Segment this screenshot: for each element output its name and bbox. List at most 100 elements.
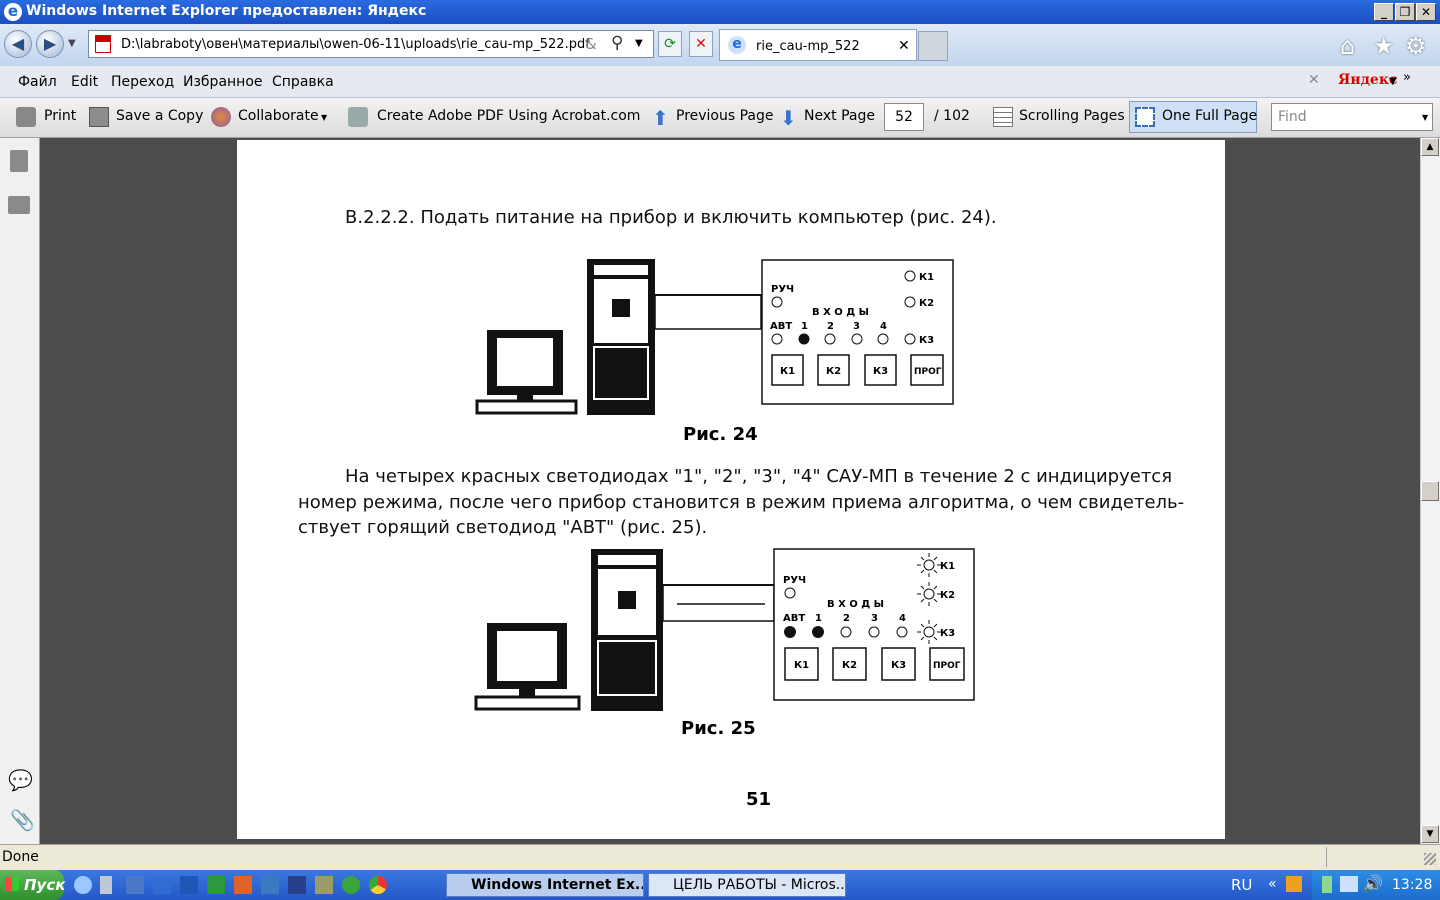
home-icon[interactable]: ⌂ bbox=[1340, 32, 1356, 60]
word-icon[interactable] bbox=[180, 876, 198, 894]
quicklaunch-app-icon[interactable] bbox=[288, 876, 306, 894]
new-tab-button[interactable] bbox=[918, 31, 948, 61]
close-toolbar-icon[interactable]: ✕ bbox=[1308, 72, 1320, 88]
ruch-led bbox=[771, 296, 783, 308]
svg-text:4: 4 bbox=[899, 613, 906, 624]
find-dropdown-icon[interactable]: ▼ bbox=[1422, 113, 1429, 122]
pages-icon[interactable] bbox=[10, 150, 28, 172]
menu-help[interactable]: Справка bbox=[272, 74, 334, 90]
resize-grip-icon[interactable] bbox=[1424, 853, 1436, 865]
input-num-1: 1 bbox=[801, 321, 808, 332]
find-placeholder: Find bbox=[1278, 109, 1307, 125]
menu-go[interactable]: Переход bbox=[111, 74, 175, 90]
bookmarks-icon[interactable] bbox=[8, 196, 30, 214]
address-dropdown-icon[interactable]: ▼ bbox=[635, 38, 643, 49]
scroll-thumb[interactable] bbox=[1421, 481, 1439, 501]
attachments-paperclip-icon[interactable]: 📎 bbox=[10, 808, 35, 832]
svg-text:АВТ: АВТ bbox=[783, 613, 805, 624]
arrow-up-icon[interactable]: ⬆ bbox=[652, 106, 669, 130]
tab-pdf[interactable]: e rie_cau-mp_522 ✕ bbox=[719, 29, 917, 61]
avt-led-lit bbox=[784, 626, 796, 638]
tab-label: rie_cau-mp_522 bbox=[756, 39, 860, 54]
search-icon[interactable]: ⚲ bbox=[611, 33, 624, 53]
input-led-2 bbox=[840, 626, 852, 638]
k3-led-blinking bbox=[917, 620, 941, 644]
taskbar-button-word[interactable]: ЦЕЛЬ РАБОТЫ - Micros... bbox=[648, 873, 846, 897]
outlook-icon[interactable] bbox=[153, 876, 171, 894]
menu-favorites[interactable]: Избранное bbox=[183, 74, 263, 90]
svg-text:ПРОГ: ПРОГ bbox=[933, 661, 961, 671]
close-window-button[interactable]: ✕ bbox=[1416, 3, 1436, 21]
one-full-page-label[interactable]: One Full Page bbox=[1162, 108, 1258, 124]
find-input[interactable]: Find ▼ bbox=[1271, 103, 1433, 131]
svg-text:К1: К1 bbox=[780, 366, 795, 377]
avt-label: АВТ bbox=[770, 321, 792, 332]
tray-network-icon[interactable] bbox=[1340, 876, 1358, 892]
one-full-page-icon[interactable] bbox=[1135, 107, 1155, 127]
publisher-icon[interactable] bbox=[261, 876, 279, 894]
arrow-down-icon[interactable]: ⬇ bbox=[780, 106, 797, 130]
pdf-page bbox=[237, 140, 1225, 839]
collaborate-icon[interactable] bbox=[211, 107, 231, 127]
page-number-input[interactable]: 52 bbox=[884, 103, 924, 131]
collaborate-button[interactable]: Collaborate bbox=[238, 108, 319, 124]
print-icon[interactable] bbox=[16, 107, 36, 127]
favorites-star-icon[interactable]: ★ bbox=[1373, 32, 1395, 60]
next-page-button[interactable]: Next Page bbox=[804, 108, 875, 124]
compatibility-icon[interactable]: & bbox=[585, 35, 597, 53]
comments-icon[interactable]: 💬 bbox=[8, 768, 33, 792]
minimize-button[interactable]: _ bbox=[1374, 3, 1394, 21]
k2-led-label: К2 bbox=[919, 298, 934, 309]
figure-25-caption: Рис. 25 bbox=[681, 718, 756, 739]
history-dropdown-icon[interactable]: ▼ bbox=[68, 38, 76, 49]
yandex-dropdown-icon[interactable]: ▼ bbox=[1389, 76, 1397, 87]
scroll-down-arrow-icon[interactable]: ▼ bbox=[1421, 825, 1439, 843]
previous-page-button[interactable]: Previous Page bbox=[676, 108, 774, 124]
restore-button[interactable]: ❐ bbox=[1395, 3, 1415, 21]
refresh-button[interactable]: ⟳ bbox=[658, 31, 682, 57]
total-pages: / 102 bbox=[934, 108, 970, 124]
collaborate-dropdown-icon[interactable]: ▼ bbox=[321, 113, 328, 122]
tray-expand-icon[interactable]: « bbox=[1268, 876, 1277, 892]
print-button[interactable]: Print bbox=[44, 108, 77, 124]
quicklaunch-app-icon[interactable] bbox=[315, 876, 333, 894]
input-led-1 bbox=[798, 333, 810, 345]
figure-24-caption: Рис. 24 bbox=[683, 424, 758, 445]
scroll-up-arrow-icon[interactable]: ▲ bbox=[1421, 138, 1439, 156]
forward-button[interactable]: ▶ bbox=[36, 30, 64, 58]
tray-volume-icon[interactable]: 🔊 bbox=[1363, 874, 1383, 893]
scrolling-pages-button[interactable]: Scrolling Pages bbox=[1019, 108, 1125, 124]
clock: 13:28 bbox=[1392, 877, 1433, 893]
tray-battery-icon[interactable] bbox=[1322, 876, 1332, 893]
back-button[interactable]: ◀ bbox=[4, 30, 32, 58]
address-bar[interactable]: D:\labraboty\овен\материалы\owen-06-11\u… bbox=[88, 30, 654, 58]
quicklaunch-app-icon[interactable] bbox=[100, 876, 112, 894]
save-icon[interactable] bbox=[89, 107, 109, 127]
create-pdf-button[interactable]: Create Adobe PDF Using Acrobat.com bbox=[377, 108, 641, 124]
language-indicator[interactable]: RU bbox=[1231, 876, 1253, 894]
close-tab-icon[interactable]: ✕ bbox=[898, 38, 910, 54]
yandex-logo[interactable]: Яндекс bbox=[1338, 72, 1398, 88]
svg-text:РУЧ: РУЧ bbox=[783, 575, 806, 586]
quicklaunch-app-icon[interactable] bbox=[126, 876, 144, 894]
svg-text:1: 1 bbox=[815, 613, 822, 624]
utorrent-icon[interactable] bbox=[342, 876, 360, 894]
stop-button[interactable]: ✕ bbox=[689, 31, 713, 57]
create-pdf-icon[interactable] bbox=[348, 107, 368, 127]
powerpoint-icon[interactable] bbox=[234, 876, 252, 894]
save-copy-button[interactable]: Save a Copy bbox=[116, 108, 204, 124]
figure-24: РУЧ В Х О Д Ы АВТ 1 2 3 4 К1 К2 К3 К1 К2… bbox=[475, 259, 954, 415]
scrolling-pages-icon[interactable] bbox=[993, 107, 1013, 127]
menu-edit[interactable]: Edit bbox=[71, 74, 99, 90]
tools-gear-icon[interactable]: ⚙ bbox=[1405, 32, 1427, 60]
ie-quicklaunch-icon[interactable] bbox=[74, 876, 92, 894]
taskbar-button-ie[interactable]: Windows Internet Ex... bbox=[446, 873, 644, 897]
menu-file[interactable]: Файл bbox=[18, 74, 57, 90]
k3-led bbox=[904, 333, 916, 345]
start-button[interactable]: Пуск bbox=[0, 870, 65, 900]
chrome-icon[interactable] bbox=[369, 876, 387, 894]
excel-icon[interactable] bbox=[207, 876, 225, 894]
monitor-icon bbox=[475, 330, 578, 415]
more-chevron-icon[interactable]: » bbox=[1403, 70, 1411, 85]
tray-warning-icon[interactable] bbox=[1286, 876, 1302, 892]
